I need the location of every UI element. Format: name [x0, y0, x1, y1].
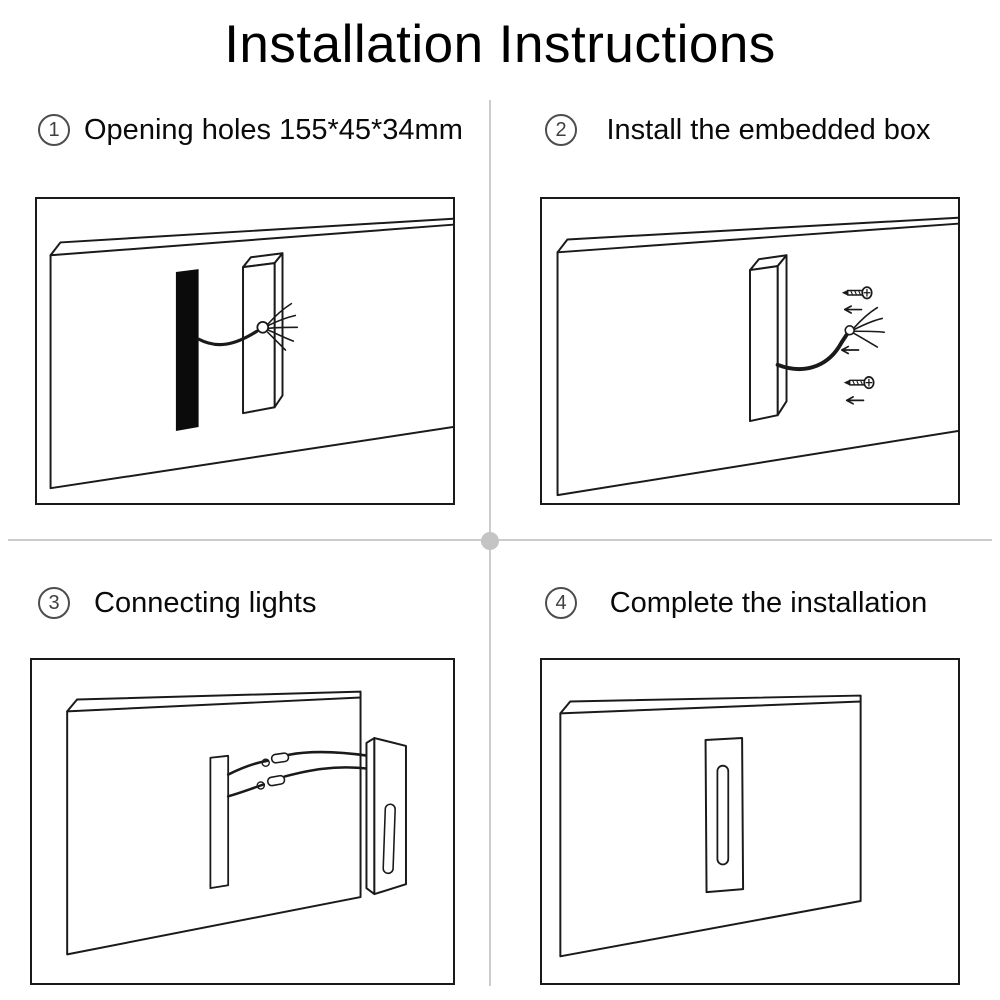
step-4-label: Complete the installation [609, 586, 928, 619]
step-4-figure-frame [540, 658, 960, 985]
step-4-header: 4 Complete the installation [540, 585, 960, 621]
insert-arrow-icon [845, 396, 865, 405]
wires-and-connectors [226, 750, 370, 798]
step-2-number-badge: 2 [545, 114, 577, 146]
center-dot [481, 532, 499, 550]
step-3-figure-frame [30, 658, 455, 985]
step-2-label: Install the embedded box [606, 113, 931, 146]
step-2-header: 2 Install the embedded box [540, 112, 960, 148]
step-4-number-badge: 4 [545, 587, 577, 619]
wire-grommet [256, 320, 270, 334]
horizontal-divider [8, 539, 992, 541]
screw-icon [841, 286, 873, 300]
step-1-illustration [49, 217, 453, 490]
step-4-illustration [559, 694, 862, 958]
wall-slot [209, 754, 230, 890]
step-3-illustration [66, 690, 407, 956]
insert-arrow-icon [843, 305, 863, 314]
wall-drawing [66, 690, 362, 956]
wire-strands [266, 302, 299, 351]
step-3-number-badge: 3 [38, 587, 70, 619]
embedded-box-drawing [242, 252, 284, 415]
light-slot [382, 803, 396, 875]
step-2: 2 Install the embedded box [540, 112, 960, 505]
wall-drawing [559, 694, 862, 958]
step-1-figure-frame [35, 197, 455, 505]
step-1: 1 Opening holes 155*45*34mm [35, 112, 463, 505]
wall-drawing [556, 216, 958, 497]
step-3-label: Connecting lights [94, 586, 317, 619]
screw-icon [843, 376, 875, 390]
page-title: Installation Instructions [224, 15, 776, 74]
step-3-header: 3 Connecting lights [30, 585, 455, 621]
installed-light-drawing [704, 737, 745, 894]
wire-connector [266, 774, 286, 787]
step-2-figure-frame [540, 197, 960, 505]
step-4: 4 Complete the installation [540, 585, 960, 985]
light-slot [716, 764, 730, 866]
wall-drawing [49, 217, 453, 490]
step-1-header: 1 Opening holes 155*45*34mm [35, 112, 463, 148]
wire-ferrule [844, 325, 855, 336]
insert-arrow-icon [840, 345, 860, 355]
embedded-box-drawing [749, 254, 788, 423]
cutout-hole [175, 269, 199, 431]
wire-connector [270, 752, 290, 764]
step-2-illustration [556, 216, 958, 497]
wire [197, 329, 259, 347]
step-3: 3 Connecting lights [30, 585, 455, 985]
wire [775, 331, 850, 371]
light-fixture-drawing [365, 737, 407, 896]
wire-strands [852, 306, 886, 348]
step-1-number-badge: 1 [38, 114, 70, 146]
step-1-label: Opening holes 155*45*34mm [84, 113, 463, 146]
